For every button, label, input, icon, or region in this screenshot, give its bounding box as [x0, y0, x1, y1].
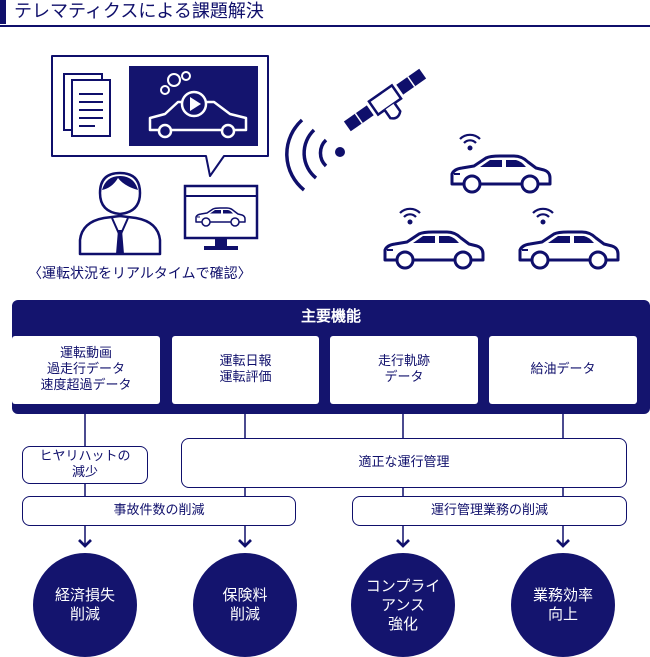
connected-car-3 — [518, 207, 620, 270]
operator-person-icon — [78, 171, 162, 256]
result-economic-loss: 経済損失 削減 — [33, 553, 137, 657]
illustration-caption: 〈運転状況をリアルタイムで確認〉 — [28, 266, 252, 282]
main-functions-panel: 主要機能 運転動画 過走行データ 速度超過データ 運転日報 運転評価 走行軌跡 … — [12, 300, 650, 414]
function-route-track: 走行軌跡 データ — [330, 336, 478, 404]
connected-car-1 — [450, 133, 552, 194]
accident-reduction-box: 事故件数の削減 — [22, 496, 296, 526]
function-fuel-data: 給油データ — [489, 336, 637, 404]
proper-operation-management-box: 適正な運行管理 — [181, 438, 627, 488]
page-title: テレマティクスによる課題解決 — [14, 1, 264, 22]
result-insurance-premium: 保険料 削減 — [193, 553, 297, 657]
panel-title: 主要機能 — [300, 307, 361, 325]
monitor-icon — [183, 184, 259, 250]
result-compliance: コンプライ アンス 強化 — [351, 553, 455, 657]
speech-bubble — [51, 55, 269, 177]
title-bar: テレマティクスによる課題解決 — [0, 0, 650, 27]
telematics-illustration — [51, 55, 620, 270]
title-underline — [0, 25, 650, 27]
near-miss-reduction-box: ヒヤリハットの 減少 — [22, 446, 148, 484]
operation-workload-reduction-box: 運行管理業務の削減 — [352, 496, 627, 526]
function-daily-report: 運転日報 運転評価 — [172, 336, 319, 404]
title-accent-mark — [0, 0, 6, 24]
broadcast-signal-icon — [285, 118, 345, 192]
document-icon — [63, 73, 111, 137]
satellite-icon — [343, 68, 427, 132]
connected-car-2 — [383, 207, 485, 270]
function-driving-video: 運転動画 過走行データ 速度超過データ — [12, 336, 160, 404]
driving-video-icon — [129, 66, 258, 146]
result-efficiency: 業務効率 向上 — [511, 553, 615, 657]
